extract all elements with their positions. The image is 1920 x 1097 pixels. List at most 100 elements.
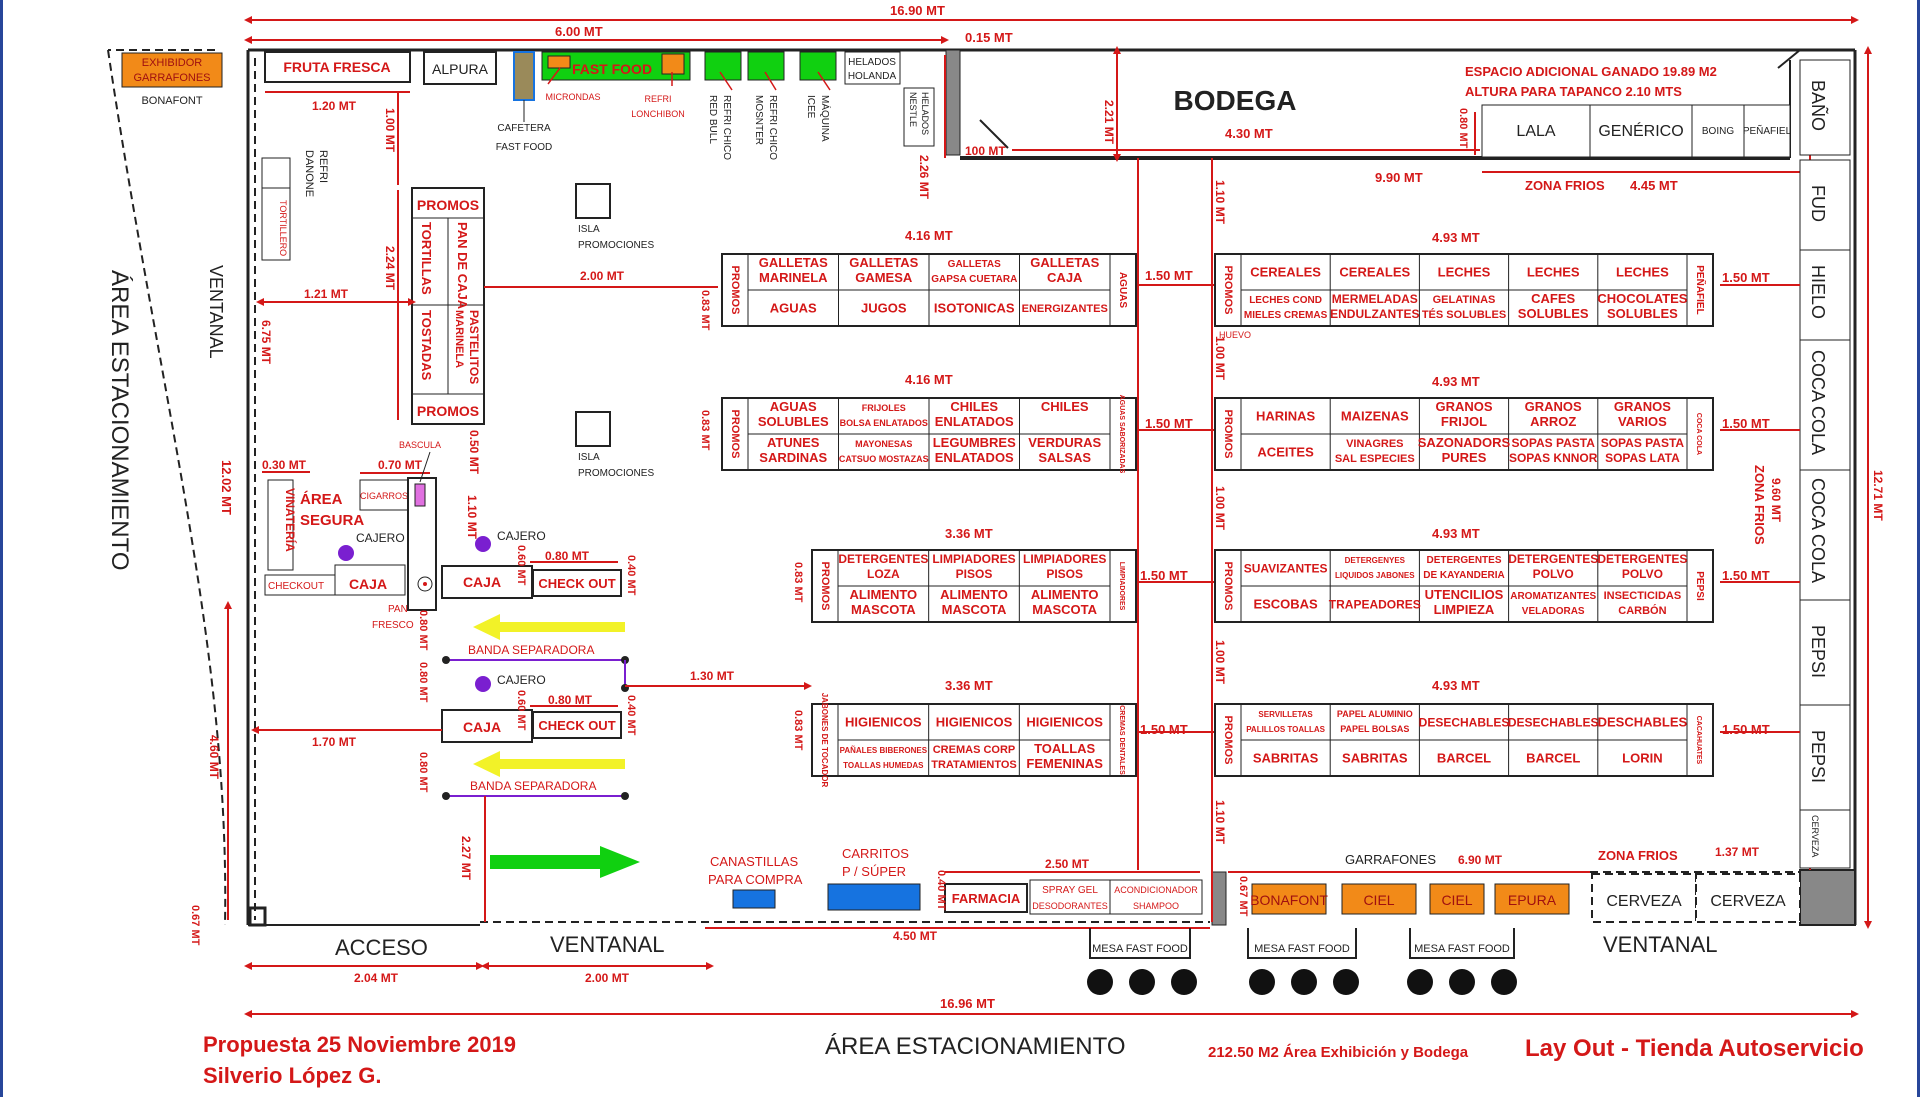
gondola-g8-top-1-line1: PAPEL BOLSAS <box>1340 724 1409 734</box>
gondola-g7-bottom-4-line1: CARBÓN <box>1618 604 1666 617</box>
dim-083d: 0.83 MT <box>792 710 804 751</box>
dim-080b: 0.80 MT <box>1457 108 1469 149</box>
cerveza-2-fridge <box>1695 873 1801 923</box>
gondola-g1-bottom-1-line0: JUGOS <box>861 301 907 316</box>
dim-030: 0.30 MT <box>262 458 307 472</box>
area-estacionamiento-left-label: ÁREA ESTACIONAMIENTO <box>106 270 133 571</box>
banda-arrow-1 <box>473 614 625 640</box>
gondola-g3-top-0-line0: DETERGENTES <box>838 552 928 566</box>
gondola-g6-top-3-line0: GRANOS <box>1525 399 1582 414</box>
gondola-g2-bottom-1-line1: CATSUO MOSTAZAS <box>839 454 929 464</box>
dim-150f: 1.50 MT <box>1722 568 1770 583</box>
helados-holanda <box>844 51 901 85</box>
refri-lonchibon-label-1: REFRI <box>645 94 672 104</box>
dim-040b: 0.40 MT <box>625 695 637 736</box>
gondola-g6-bottom-4-line1: SOPAS LATA <box>1605 451 1680 465</box>
gondola-g4-end-left: JABONES DE TOCADOR <box>820 693 829 788</box>
carritos <box>827 883 921 911</box>
ventanal-left-label: VENTANAL <box>206 265 226 359</box>
gondola-g7-top-1-line0: DETERGENYES <box>1345 556 1406 565</box>
isla-2-label: ISLA <box>578 452 600 463</box>
gondola-g2-bottom-1-line0: MAYONESAS <box>855 439 912 449</box>
dim-460: 4.60 MT <box>207 735 221 780</box>
gondola-g5-bottom-0-line1: MIELES CREMAS <box>1244 310 1328 321</box>
check-out-1-label: CHECK OUT <box>538 576 615 591</box>
dim-080e: 0.80 MT <box>417 662 429 703</box>
tortillas-label: TORTILLAS <box>419 222 434 295</box>
dim-170: 1.70 MT <box>312 735 357 749</box>
gondola-g2-bottom-3-line0: VERDURAS <box>1028 435 1101 450</box>
bodega-column <box>945 49 961 156</box>
gondola-g7-bottom-4-line0: INSECTICIDAS <box>1604 590 1682 602</box>
gondola-g3-bottom-1-line1: MASCOTA <box>942 602 1007 617</box>
dim-336a: 3.36 MT <box>945 526 993 541</box>
exhibidor-label-1: EXHIBIDOR <box>142 57 203 69</box>
dim-121: 1.21 MT <box>304 287 349 301</box>
dim-690: 6.90 MT <box>1458 853 1503 867</box>
altura-tapanco-label: ALTURA PARA TAPANCO 2.10 MTS <box>1465 84 1682 99</box>
dim-200a: 2.00 MT <box>580 269 625 283</box>
gondola-g8-top-2-line0: DESECHABLES <box>1419 715 1510 729</box>
propuesta-label: Propuesta 25 Noviembre 2019 <box>203 1032 516 1057</box>
gondola-g6-top-4-line1: VARIOS <box>1618 414 1667 429</box>
dim-150d: 1.50 MT <box>1722 416 1770 431</box>
gondola-g1-end-right: AGUAS <box>1117 272 1128 308</box>
gondola-g2-bottom-0-line0: ATUNES <box>767 435 820 450</box>
gondola-g7-bottom-1-line0: TRAPEADORES <box>1329 597 1421 611</box>
check-out-2-label: CHECK OUT <box>538 718 615 733</box>
exhibidor-garrafones <box>121 52 223 88</box>
ciel-1-stand <box>1341 883 1417 915</box>
gondola-g7-top-4-line1: POLVO <box>1622 567 1663 581</box>
dim-083a: 0.83 MT <box>699 290 711 331</box>
gondola-g5-bottom-4-line1: SOLUBLES <box>1607 306 1678 321</box>
promos-1-label: PROMOS <box>417 197 479 213</box>
gondola-g8-bottom-2-line0: BARCEL <box>1437 751 1491 766</box>
ciel-1-label: CIEL <box>1363 892 1394 908</box>
dim-336b: 3.36 MT <box>945 678 993 693</box>
dim-100d: 1.00 MT <box>1213 486 1227 531</box>
check-out-2 <box>532 711 622 739</box>
gondola-g5-bottom-4-line0: CHOCOLATES <box>1597 291 1687 306</box>
area-segura-label-1: ÁREA <box>300 491 343 508</box>
tostadas-label: TOSTADAS <box>419 310 434 381</box>
store-walls <box>246 48 1857 926</box>
gondola-g4-bottom-2-line0: TOALLAS <box>1034 741 1095 756</box>
refri-lonchibon-label-2: LONCHIBON <box>631 109 685 119</box>
gondola-g8-bottom-1-line0: SABRITAS <box>1342 751 1408 766</box>
tortillero-label: TORTILLERO <box>278 200 288 256</box>
gondola-g2-end-right: AGUAS SABORIZADAS <box>1118 395 1125 474</box>
acondicionador <box>1109 879 1203 915</box>
dim-110b: 1.10 MT <box>465 495 479 540</box>
dim-1696: 16.96 MT <box>940 996 995 1011</box>
gondola-g4-end-right: CREMAS DENTALES <box>1118 705 1125 775</box>
gondola-g5-top-0-line0: CEREALES <box>1250 265 1321 280</box>
gondola-g5-bottom-0-line0: LECHES COND <box>1249 295 1322 306</box>
gondola-g6-bottom-2-line1: PURES <box>1442 450 1487 465</box>
gondola-g2-bottom-2-line0: LEGUMBRES <box>933 435 1016 450</box>
gondola-g4-bottom-1-line0: CREMAS CORP <box>933 744 1016 756</box>
gondola-g3-top-0-line1: LOZA <box>867 567 900 581</box>
gondola-g1-top-3-line1: CAJA <box>1047 270 1083 285</box>
gondola-g6-bottom-4-line0: SOPAS PASTA <box>1601 436 1685 450</box>
dim-067a: 0.67 MT <box>1237 876 1249 917</box>
carritos-label-2: P / SÚPER <box>842 864 906 879</box>
gondola-g3-bottom-2-line0: ALIMENTO <box>1031 587 1099 602</box>
isla-1-label: ISLA <box>578 224 600 235</box>
gondola-g6-top-0-line0: HARINAS <box>1256 409 1316 424</box>
fruta-fresca-stand <box>264 51 411 83</box>
caja-1 <box>334 564 406 596</box>
dim-060b: 0.60 MT <box>515 690 527 731</box>
gondola-g1-top-1-line0: GALLETAS <box>849 255 918 270</box>
cerveza-small-label: CERVEZA <box>1810 815 1820 857</box>
spray-gel <box>1029 879 1111 915</box>
dim-150e: 1.50 MT <box>1140 568 1188 583</box>
gondola-g4-bottom-1-line1: TRATAMIENTOS <box>931 759 1017 771</box>
dim-227: 2.27 MT <box>459 836 473 881</box>
banda-2-label: BANDA SEPARADORA <box>470 779 596 793</box>
dim-493b: 4.93 MT <box>1432 374 1480 389</box>
penafiel-fridge <box>1743 104 1791 158</box>
